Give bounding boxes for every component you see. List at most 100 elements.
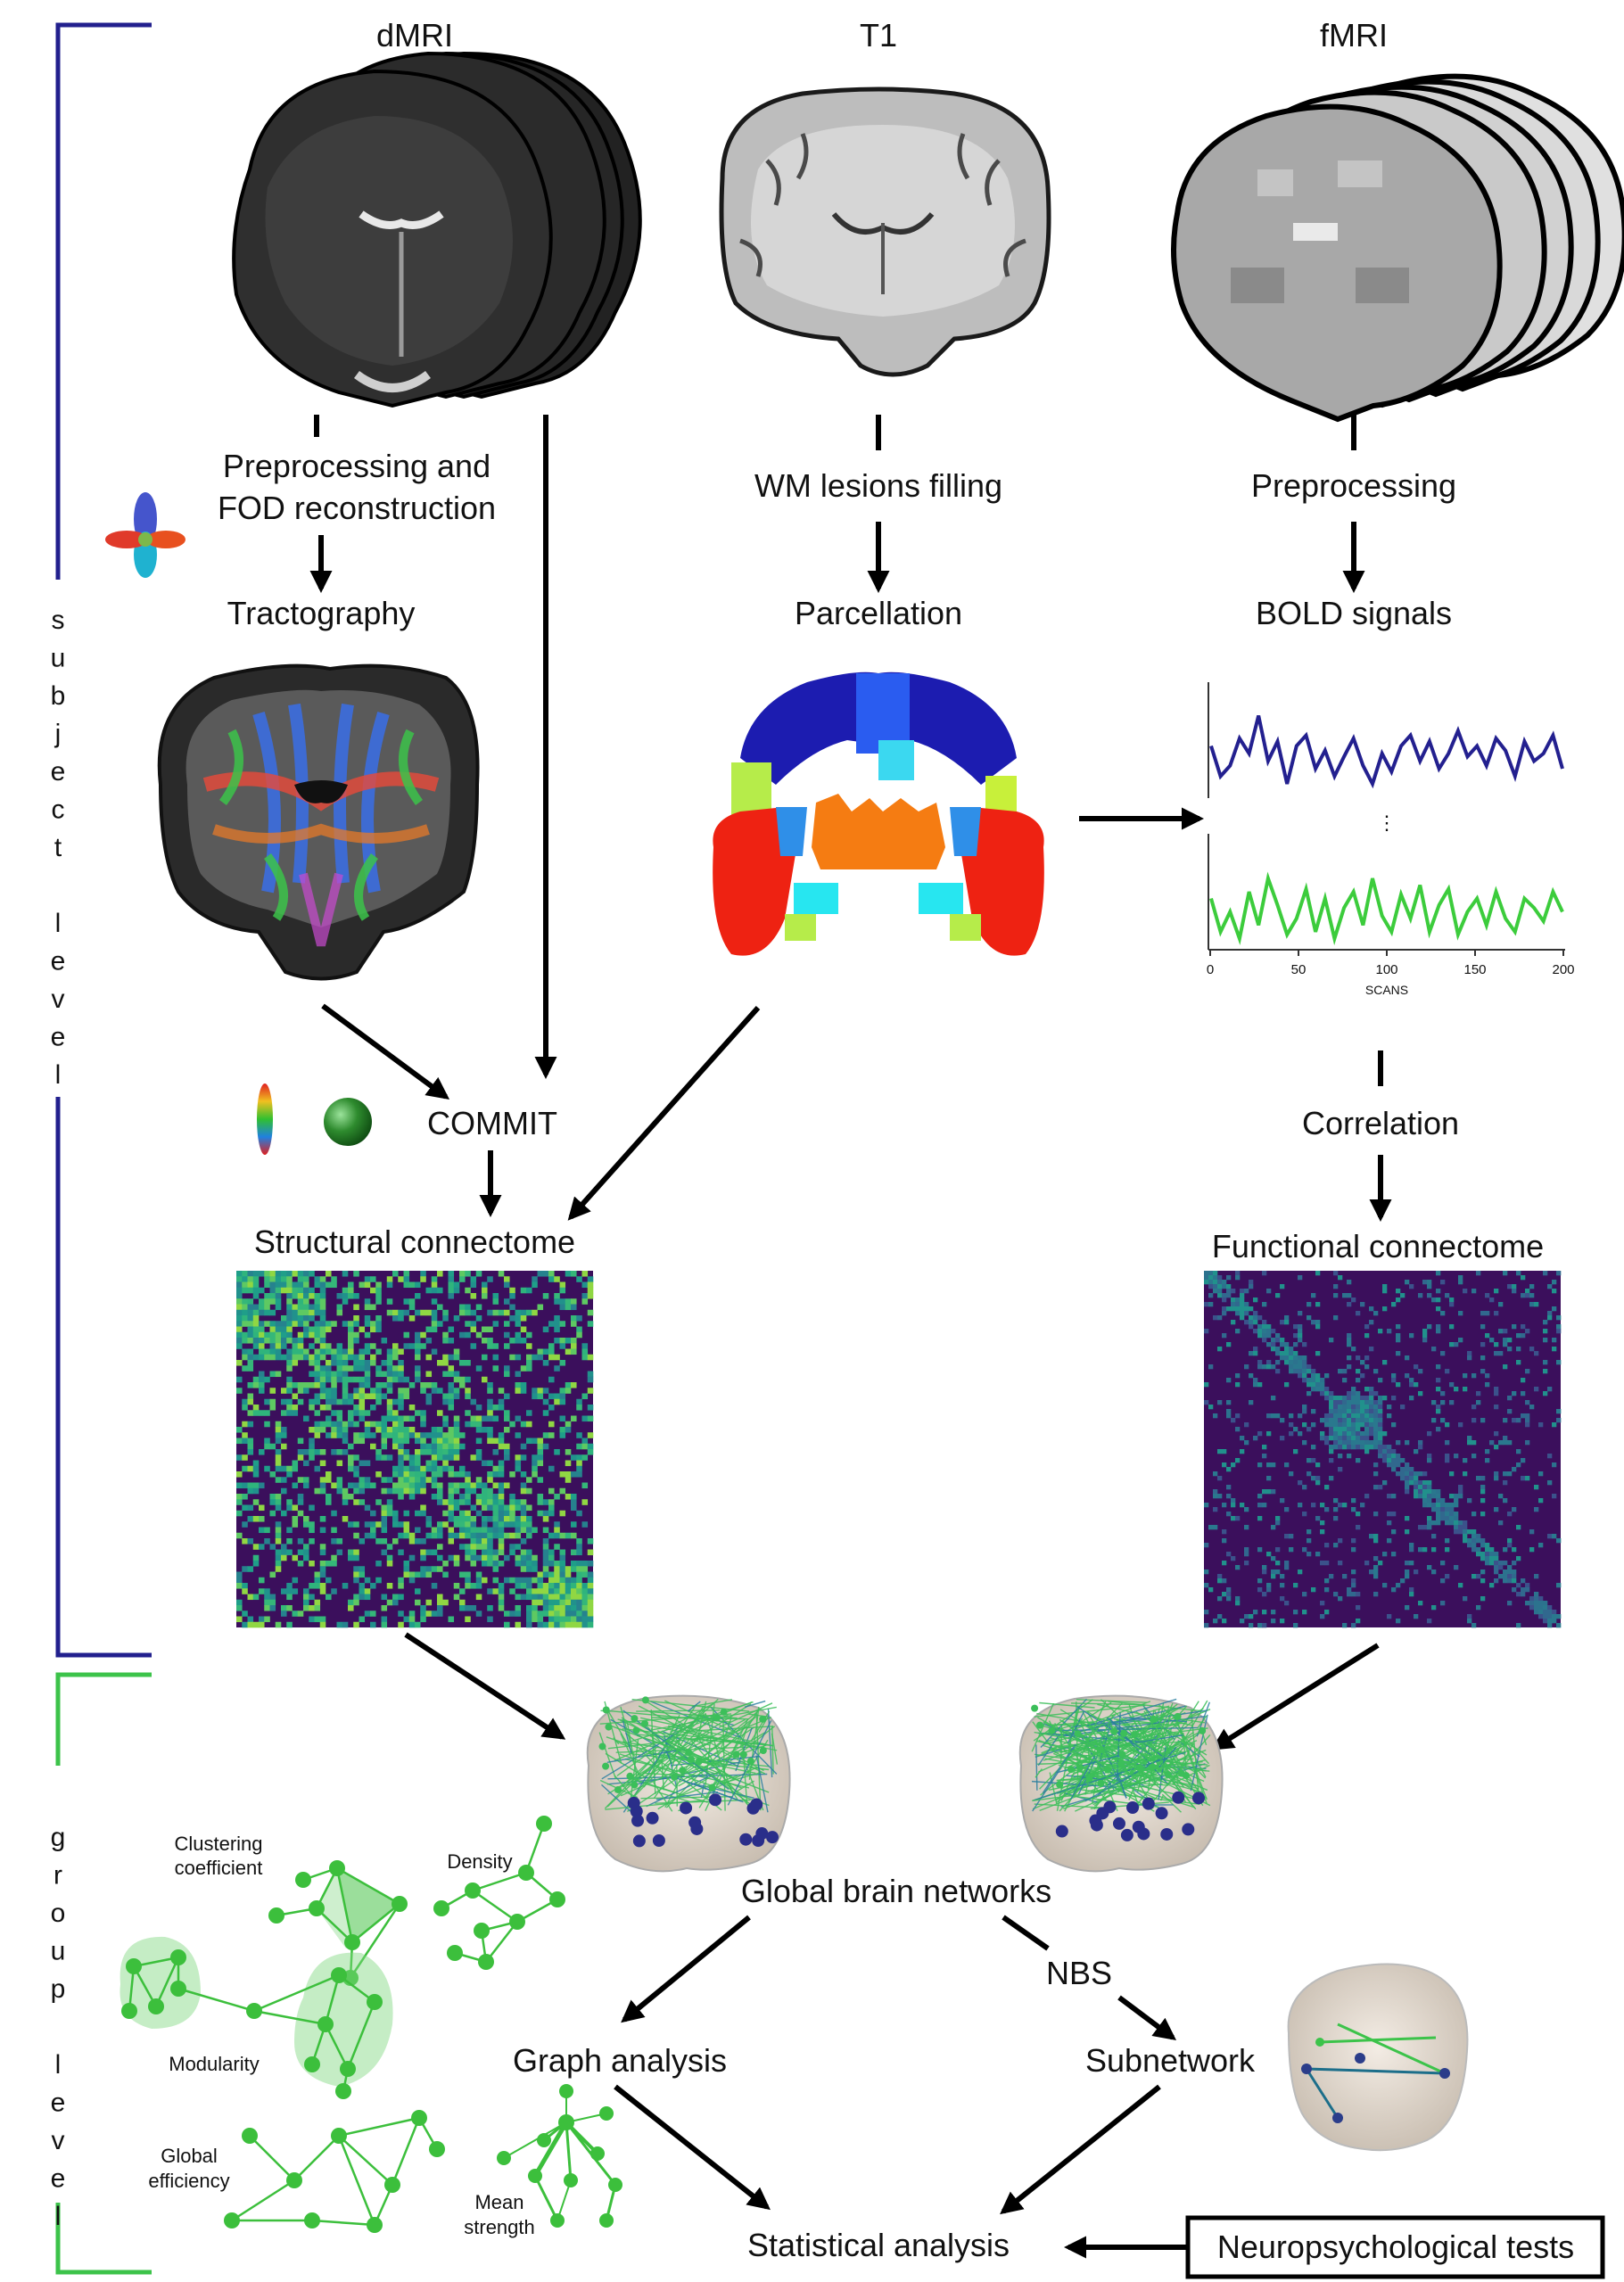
matrix-cell [303, 1354, 309, 1361]
matrix-cell [403, 1471, 410, 1478]
matrix-cell [359, 1410, 366, 1416]
matrix-cell [1315, 1516, 1321, 1521]
network-edge [622, 1718, 632, 1754]
matrix-cell [1409, 1547, 1414, 1553]
matrix-cell [587, 1549, 594, 1556]
bold-ellipsis: ⋮ [1377, 811, 1397, 834]
network-edge [1134, 1737, 1199, 1775]
matrix-cell [1284, 1565, 1290, 1570]
matrix-cell [571, 1338, 577, 1344]
matrix-cell [342, 1427, 349, 1433]
subnetwork-label: Subnetwork [1085, 2042, 1256, 2079]
matrix-cell [492, 1532, 499, 1539]
matrix-cell [1298, 1338, 1303, 1343]
matrix-cell [319, 1338, 326, 1344]
matrix-cell [1525, 1583, 1530, 1588]
matrix-cell [326, 1348, 332, 1355]
matrix-cell [1302, 1360, 1307, 1365]
matrix-cell [475, 1482, 482, 1489]
matrix-cell [492, 1566, 499, 1572]
matrix-cell [542, 1410, 549, 1416]
matrix-cell [576, 1566, 582, 1572]
matrix-cell [386, 1487, 393, 1495]
matrix-cell [487, 1343, 493, 1349]
matrix-cell [326, 1471, 332, 1478]
matrix-cell [1257, 1315, 1263, 1321]
matrix-cell [415, 1538, 421, 1545]
matrix-cell [297, 1348, 304, 1355]
matrix-cell [1373, 1462, 1379, 1468]
matrix-cell [431, 1494, 438, 1500]
matrix-cell [1431, 1507, 1437, 1512]
matrix-cell [375, 1321, 382, 1327]
matrix-cell [1338, 1440, 1343, 1446]
matrix-cell [1373, 1440, 1379, 1446]
matrix-cell [1329, 1422, 1334, 1428]
matrix-cell [548, 1432, 555, 1438]
matrix-cell [576, 1538, 582, 1545]
matrix-cell [1414, 1471, 1419, 1477]
matrix-cell [526, 1504, 532, 1512]
matrix-cell [431, 1438, 438, 1445]
matrix-cell [1458, 1338, 1463, 1343]
matrix-cell [1525, 1418, 1530, 1423]
matrix-cell [1360, 1360, 1365, 1365]
matrix-cell [359, 1405, 366, 1411]
matrix-cell [515, 1499, 522, 1505]
matrix-cell [1307, 1427, 1312, 1432]
matrix-cell [548, 1561, 555, 1567]
matrix-cell [392, 1421, 399, 1428]
dmri-title: dMRI [376, 17, 453, 54]
matrix-cell [453, 1449, 460, 1455]
matrix-cell [559, 1432, 566, 1438]
network-edge [1109, 1718, 1168, 1784]
matrix-cell [364, 1360, 371, 1366]
matrix-cell [314, 1293, 321, 1299]
matrix-cell [1324, 1436, 1330, 1441]
matrix-cell [1436, 1494, 1441, 1499]
matrix-cell [1333, 1498, 1339, 1503]
matrix-cell [336, 1421, 343, 1428]
matrix-cell [492, 1438, 499, 1445]
matrix-cell [515, 1315, 522, 1322]
matrix-cell [297, 1538, 304, 1545]
matrix-cell [297, 1388, 304, 1394]
matrix-cell [1240, 1449, 1245, 1454]
matrix-cell [309, 1382, 315, 1388]
matrix-cell [286, 1376, 293, 1383]
matrix-cell [431, 1287, 438, 1294]
matrix-cell [1266, 1360, 1272, 1365]
matrix-cell [336, 1360, 343, 1366]
group-level-letter: r [54, 1861, 62, 1891]
matrix-cell [475, 1538, 482, 1545]
matrix-cell [532, 1465, 538, 1472]
matrix-cell [342, 1365, 349, 1372]
matrix-cell [408, 1432, 416, 1438]
matrix-cell [559, 1599, 566, 1606]
network-node [641, 1696, 649, 1704]
matrix-cell [1231, 1302, 1236, 1307]
matrix-cell [520, 1454, 527, 1461]
matrix-cell [459, 1532, 466, 1539]
matrix-cell [286, 1281, 293, 1289]
matrix-cell [1307, 1529, 1312, 1535]
matrix-cell [331, 1427, 337, 1433]
matrix-cell [1320, 1561, 1325, 1566]
matrix-cell [1231, 1462, 1236, 1468]
matrix-cell [353, 1521, 359, 1528]
matrix-cell [259, 1516, 265, 1522]
matrix-cell [303, 1477, 309, 1483]
network-edge [1039, 1701, 1095, 1709]
matrix-cell [515, 1432, 522, 1438]
matrix-cell [526, 1421, 532, 1428]
matrix-cell [1543, 1619, 1548, 1624]
matrix-cell [487, 1538, 493, 1545]
matrix-cell [1503, 1561, 1508, 1566]
matrix-cell [1342, 1396, 1348, 1401]
matrix-cell [1382, 1449, 1388, 1454]
matrix-cell [386, 1477, 393, 1483]
matrix-cell [392, 1482, 399, 1489]
matrix-cell [353, 1405, 359, 1411]
matrix-cell [1369, 1422, 1374, 1428]
matrix-cell [1547, 1610, 1553, 1615]
